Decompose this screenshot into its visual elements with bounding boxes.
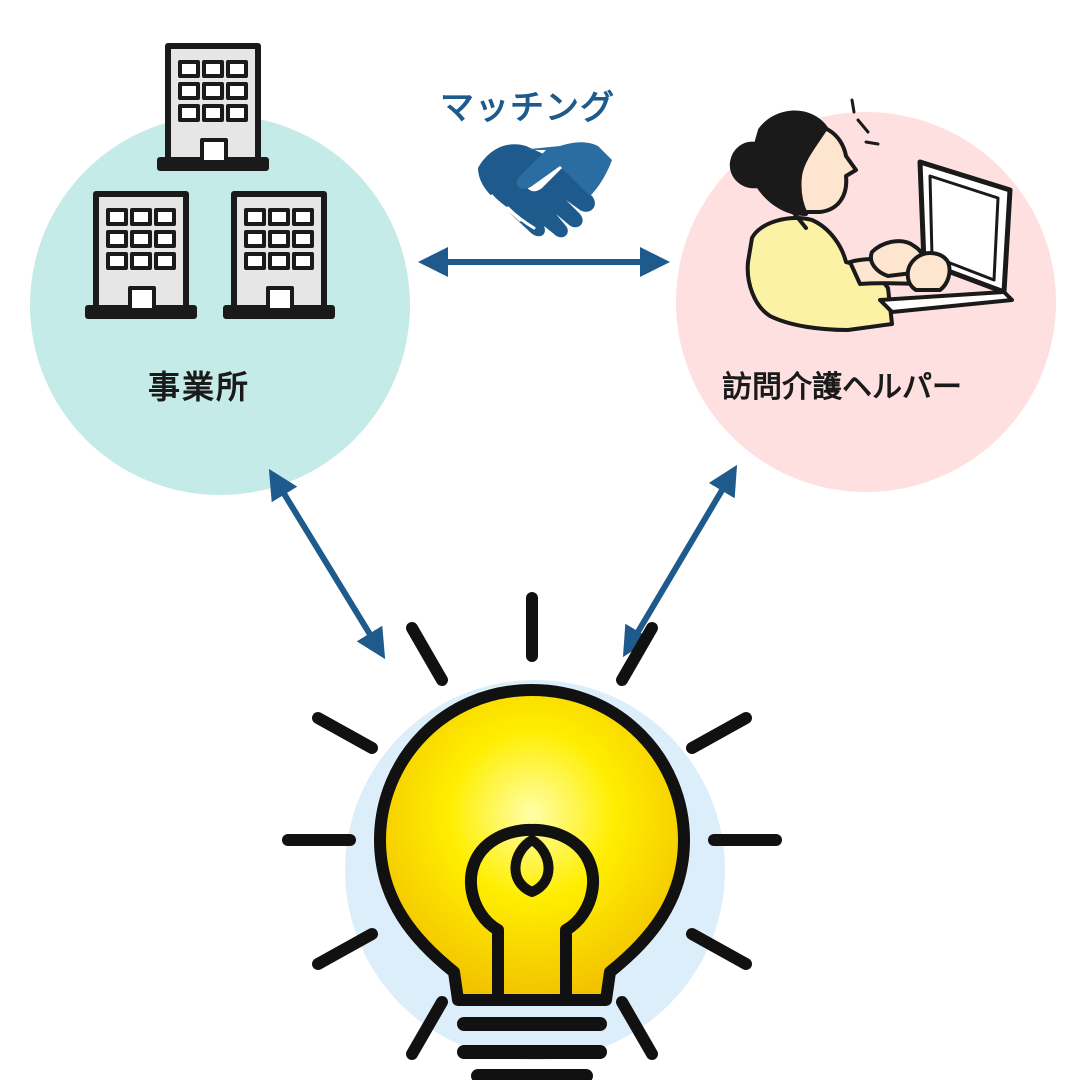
lightbulb-icon <box>282 592 782 1080</box>
person-at-laptop-icon <box>729 98 1014 332</box>
office-bulb-arrow <box>268 468 386 660</box>
office-circle <box>30 115 410 495</box>
building-top <box>157 43 269 171</box>
helper-bulb-arrow <box>622 464 738 658</box>
matching-label: マッチング <box>440 88 615 128</box>
helper-label: 訪問介護ヘルパー <box>722 370 962 405</box>
bulb-base <box>457 1017 607 1080</box>
bulb-rays <box>282 592 782 1060</box>
building-left <box>85 191 197 319</box>
office-label: 事業所 <box>148 368 251 406</box>
handshake-icon <box>478 142 612 238</box>
office-building-icon <box>85 43 335 319</box>
building-right <box>223 191 335 319</box>
